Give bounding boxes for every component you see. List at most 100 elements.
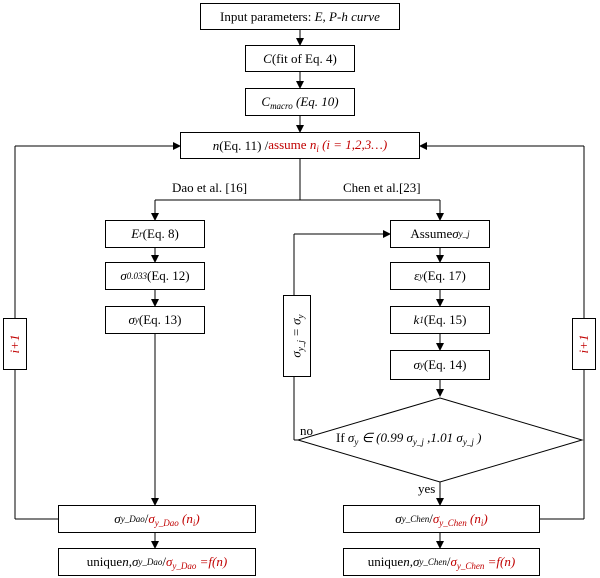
du-n: n bbox=[122, 554, 129, 569]
dec-sub3: y_j bbox=[462, 437, 474, 447]
cu-n: n bbox=[403, 554, 410, 569]
n-assume-box: n (Eq. 11) / assume ni (i = 1,2,3…) bbox=[180, 132, 420, 159]
input-prefix: Input parameters: bbox=[220, 8, 312, 24]
er-var: E bbox=[131, 226, 140, 241]
du-var: σ bbox=[131, 554, 139, 569]
du-sub: y_Dao bbox=[138, 557, 163, 567]
cr-var: σ bbox=[395, 511, 402, 526]
cr-red-var: σ bbox=[432, 510, 440, 526]
sy14-sub: y bbox=[419, 360, 424, 370]
s0033-var: σ bbox=[120, 268, 127, 283]
yes-label: yes bbox=[418, 481, 436, 496]
dr-red-close: ) bbox=[195, 510, 200, 526]
du-text: unique bbox=[86, 554, 123, 569]
cu-sub: y_Chen bbox=[419, 557, 447, 567]
cr-sep: / bbox=[429, 511, 433, 526]
n-eq: (Eq. 11) / bbox=[219, 137, 269, 153]
right-iteration-text: i+1 bbox=[576, 334, 591, 354]
du-comma: , bbox=[128, 554, 132, 569]
dec-var3: σ bbox=[456, 430, 463, 445]
dec-prefix: If bbox=[336, 430, 348, 445]
cr-red-close: ) bbox=[483, 510, 488, 526]
dec-sub: y bbox=[354, 437, 359, 447]
sigma-update-text: σy_j = σy bbox=[289, 314, 306, 357]
cu-text: unique bbox=[367, 554, 404, 569]
cmacro-var: C bbox=[261, 93, 271, 109]
cmacro-sub: macro bbox=[270, 100, 293, 111]
cr-red-ni: i bbox=[480, 517, 484, 528]
du-red-sub: y_Dao bbox=[172, 560, 197, 571]
sy13-sub: y bbox=[134, 315, 139, 325]
k1-sub: 1 bbox=[419, 315, 424, 325]
cu-red-rest: =f(n) bbox=[484, 553, 516, 569]
i-range: (i = 1,2,3…) bbox=[318, 137, 388, 152]
sy13-var: σ bbox=[128, 312, 135, 327]
eps-rest: (Eq. 17) bbox=[423, 268, 466, 283]
cu-sep: / bbox=[446, 554, 451, 569]
assume-word: assume bbox=[268, 137, 310, 152]
cmacro-rest: (Eq. 10) bbox=[292, 93, 339, 109]
decision-text: If σy ∈ (0.99 σy_j ,1.01 σy_j ) bbox=[336, 430, 481, 447]
dec-var2: σ bbox=[406, 430, 413, 445]
up-var2: σ bbox=[288, 318, 304, 325]
dr-var: σ bbox=[114, 511, 121, 526]
left-iteration-text: i+1 bbox=[7, 334, 22, 354]
cu-comma: , bbox=[409, 554, 413, 569]
sy14-var: σ bbox=[413, 357, 420, 372]
sigma-update-box: σy_j = σy bbox=[283, 295, 311, 377]
right-iteration-box: i+1 bbox=[572, 318, 596, 370]
dr-sub: y_Dao bbox=[120, 514, 145, 524]
c-var: C bbox=[263, 50, 272, 66]
du-red-rest: =f(n) bbox=[196, 553, 228, 569]
ni-var: n bbox=[309, 137, 317, 152]
cu-var: σ bbox=[412, 554, 420, 569]
dec-close: ) bbox=[473, 430, 482, 445]
cu-red-var: σ bbox=[450, 553, 457, 569]
k1-rest: (Eq. 15) bbox=[423, 312, 467, 327]
dec-var: σ bbox=[347, 430, 355, 445]
input-parameters-box: Input parameters: E, P-h curve bbox=[200, 3, 400, 30]
chen-label: Chen et al.[23] bbox=[343, 180, 421, 195]
du-sep: / bbox=[162, 554, 166, 569]
sy13-rest: (Eq. 13) bbox=[138, 312, 182, 327]
cr-red-sub: y_Chen bbox=[439, 517, 467, 528]
eps-sub: y bbox=[419, 271, 424, 281]
c-rest: (fit of Eq. 4) bbox=[271, 50, 337, 66]
up-sub: y_j bbox=[295, 340, 306, 352]
cr-red-rest: (n bbox=[466, 510, 481, 526]
du-red-var: σ bbox=[165, 553, 173, 569]
cr-sub: y_Chen bbox=[401, 514, 430, 524]
left-iteration-box: i+1 bbox=[3, 318, 27, 370]
er-rest: (Eq. 8) bbox=[142, 226, 179, 241]
dec-sub2: y_j bbox=[412, 437, 424, 447]
er-sub: r bbox=[139, 229, 143, 239]
as-text: Assume bbox=[410, 226, 453, 241]
dr-red-rest: (n bbox=[178, 510, 193, 526]
c-fit-box: C (fit of Eq. 4) bbox=[245, 45, 355, 72]
k1-var: k bbox=[413, 312, 420, 327]
s0033-rest: (Eq. 12) bbox=[147, 268, 190, 283]
cu-red-sub: y_Chen bbox=[456, 560, 485, 571]
dec-mid: ∈ (0.99 bbox=[358, 430, 407, 445]
no-label: no bbox=[300, 423, 313, 438]
as-var: σ bbox=[452, 226, 459, 241]
dao-label: Dao et al. [16] bbox=[172, 180, 248, 195]
sy14-rest: (Eq. 14) bbox=[423, 357, 467, 372]
dec-mid2: ,1.01 bbox=[423, 430, 457, 445]
c-macro-box: Cmacro (Eq. 10) bbox=[245, 88, 355, 116]
dr-sep: / bbox=[144, 511, 149, 526]
input-vars: E, P-h curve bbox=[314, 8, 380, 24]
eps-var: ε bbox=[414, 268, 420, 283]
